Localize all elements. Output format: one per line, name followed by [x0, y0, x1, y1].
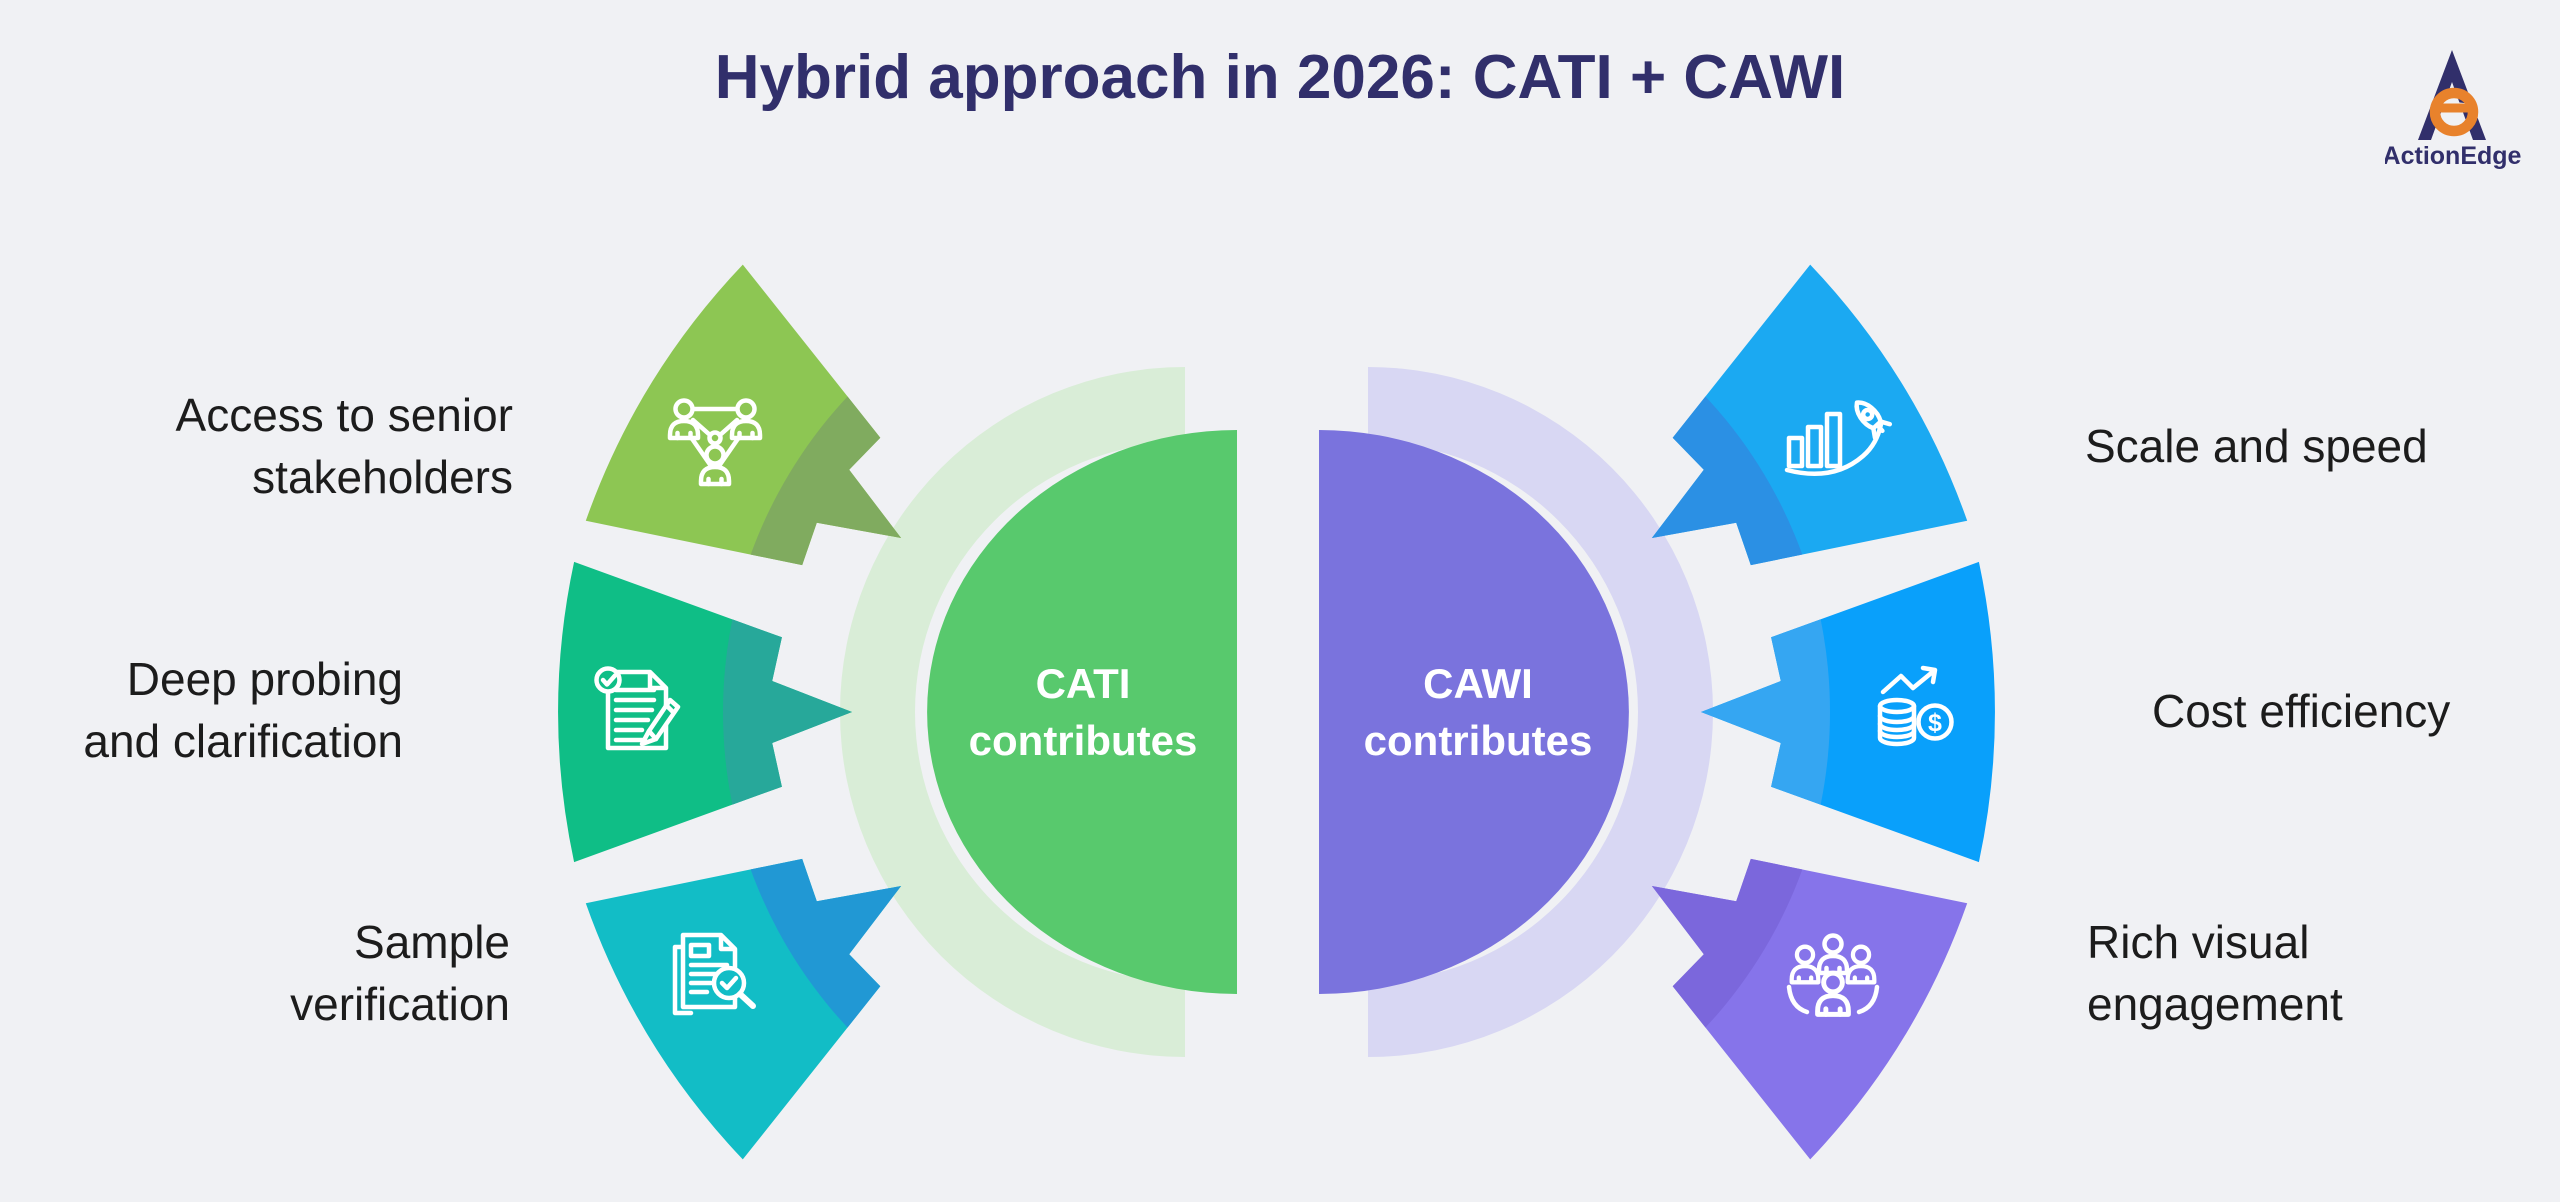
network-stakeholders-icon — [670, 401, 760, 485]
audience-group-icon — [1786, 936, 1880, 1015]
coins-dollar-icon: $ — [1877, 665, 1954, 747]
dollar-symbol: $ — [1928, 709, 1942, 737]
benefit-rich-visual-engagement: Rich visual engagement — [2087, 916, 2343, 1030]
ring-cati — [840, 367, 1185, 1057]
benefit-scale-speed: Scale and speed — [2085, 420, 2428, 472]
document-edit-check-icon — [594, 666, 681, 751]
benefit-deep-probing: Deep probing and clarification — [83, 653, 403, 767]
benefit-access-senior-stakeholders: Access to senior stakeholders — [175, 389, 513, 503]
semicircle-cati — [927, 430, 1237, 994]
document-search-icon — [672, 932, 756, 1016]
actionedge-logo: ActionEdge — [2383, 34, 2535, 174]
benefit-sample-verification: Sample verification — [290, 916, 510, 1030]
logo-wordmark: ActionEdge — [2385, 142, 2522, 170]
page-title: Hybrid approach in 2026: CATI + CAWI — [714, 43, 1846, 112]
petal-deep-probing-accent — [723, 561, 852, 863]
actionedge-logo-mark: ActionEdge — [2383, 50, 2522, 170]
semicircle-cawi — [1319, 430, 1629, 994]
center-label-cati: CATI contributes — [968, 660, 1198, 764]
benefit-cost-efficiency: Cost efficiency — [2152, 685, 2451, 737]
center-label-cawi: CAWI contributes — [1363, 660, 1593, 764]
growth-rocket-icon — [1784, 400, 1893, 477]
ring-cawi — [1368, 367, 1713, 1057]
petal-cost-accent — [1701, 561, 1830, 863]
